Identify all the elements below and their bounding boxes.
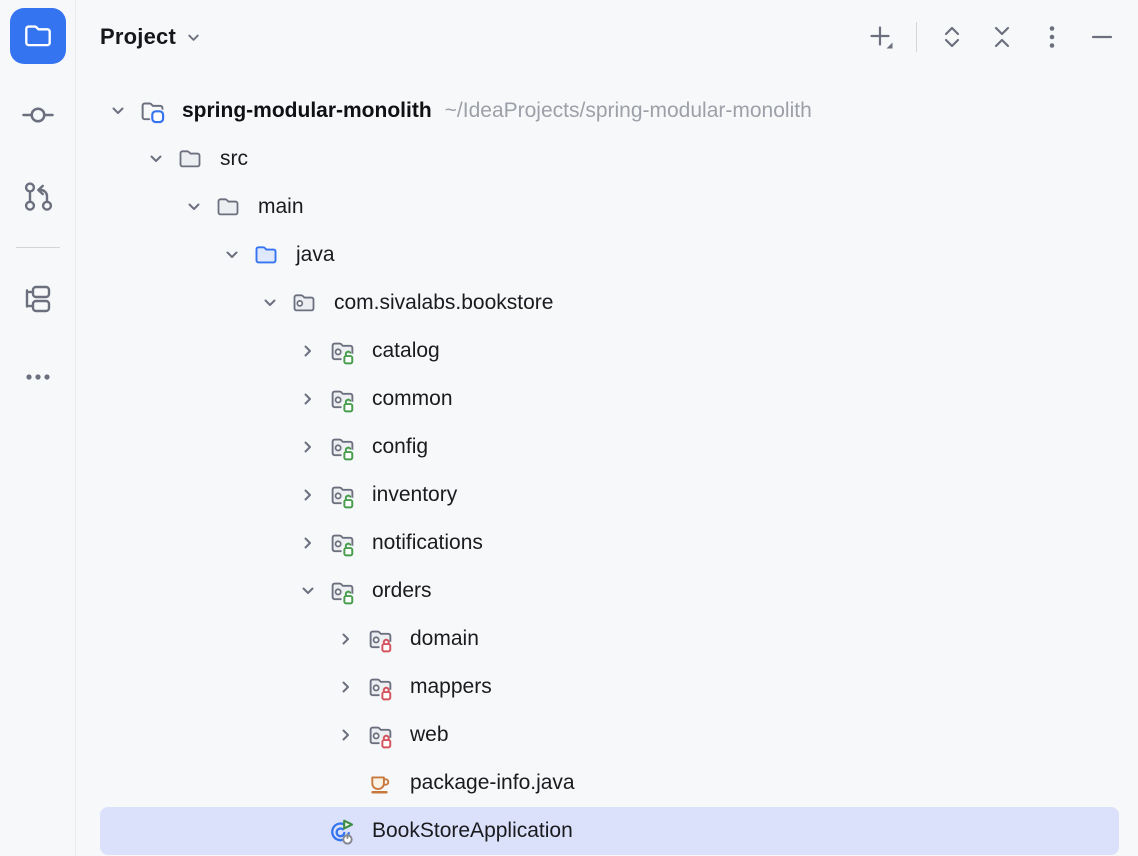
tree-item-label: BookStoreApplication — [372, 819, 573, 842]
folder-icon — [212, 183, 244, 231]
tree-item-label: main — [258, 195, 304, 218]
project-tree: spring-modular-monolith ~/IdeaProjects/s… — [76, 87, 1138, 855]
tree-row-src[interactable]: src — [100, 135, 1119, 183]
tree-row-inventory[interactable]: inventory — [100, 471, 1119, 519]
more-horizontal-icon — [20, 359, 56, 395]
collapse-all-button[interactable] — [985, 20, 1019, 54]
project-tool-icon — [22, 20, 54, 52]
chevron-right-icon[interactable] — [290, 375, 326, 423]
spring-boot-application-icon — [326, 807, 358, 855]
chevron-down-icon[interactable] — [176, 183, 212, 231]
package-locked-icon — [364, 711, 396, 759]
chevron-right-icon[interactable] — [328, 711, 364, 759]
tree-row-common[interactable]: common — [100, 375, 1119, 423]
tree-item-label: orders — [372, 579, 432, 602]
tree-row-config[interactable]: config — [100, 423, 1119, 471]
package-locked-icon — [364, 615, 396, 663]
chevron-down-icon[interactable] — [252, 279, 288, 327]
pull-requests-icon — [20, 179, 56, 215]
tree-item-label: com.sivalabs.bookstore — [334, 291, 554, 314]
tree-item-label: web — [410, 723, 449, 746]
expand-all-button[interactable] — [935, 20, 969, 54]
package-open-lock-icon — [326, 519, 358, 567]
more-tools-button[interactable] — [10, 349, 66, 405]
commit-tool-button[interactable] — [10, 87, 66, 143]
add-icon — [865, 21, 897, 53]
tree-row-notifications[interactable]: notifications — [100, 519, 1119, 567]
java-file-icon — [364, 759, 396, 807]
package-open-lock-icon — [326, 423, 358, 471]
structure-tool-button[interactable] — [10, 271, 66, 327]
header-toolbar — [864, 20, 1119, 54]
tree-row-com-sivalabs-bookstore[interactable]: com.sivalabs.bookstore — [100, 279, 1119, 327]
project-tool-button[interactable] — [10, 8, 66, 64]
tree-item-label: inventory — [372, 483, 458, 506]
tree-row-bookstoreapplication[interactable]: BookStoreApplication — [100, 807, 1119, 855]
chevron-right-icon[interactable] — [328, 615, 364, 663]
tree-item-label: common — [372, 387, 453, 410]
tree-item-label: package-info.java — [410, 771, 575, 794]
package-open-lock-icon — [326, 327, 358, 375]
chevron-spacer — [328, 759, 364, 807]
toolbar-separator — [916, 22, 917, 52]
chevron-right-icon[interactable] — [290, 327, 326, 375]
collapse-all-icon — [986, 21, 1018, 53]
chevron-down-icon[interactable] — [138, 135, 174, 183]
tree-row-catalog[interactable]: catalog — [100, 327, 1119, 375]
tree-row-domain[interactable]: domain — [100, 615, 1119, 663]
expand-all-icon — [936, 21, 968, 53]
package-open-lock-icon — [326, 471, 358, 519]
tree-row-package-info-java[interactable]: package-info.java — [100, 759, 1119, 807]
package-locked-icon — [364, 663, 396, 711]
project-view-switcher[interactable]: Project — [100, 24, 203, 50]
structure-icon — [20, 281, 56, 317]
tree-item-label: notifications — [372, 531, 483, 554]
source-folder-icon — [250, 231, 282, 279]
tree-item-label: config — [372, 435, 429, 458]
chevron-down-icon[interactable] — [214, 231, 250, 279]
tree-item-label: catalog — [372, 339, 440, 362]
panel-header: Project — [76, 0, 1138, 74]
tree-item-label: mappers — [410, 675, 492, 698]
pull-requests-tool-button[interactable] — [10, 169, 66, 225]
chevron-right-icon[interactable] — [290, 519, 326, 567]
package-open-lock-icon — [326, 567, 358, 615]
more-vertical-icon — [1036, 21, 1068, 53]
tree-item-label: spring-modular-monolith — [182, 99, 432, 122]
tree-item-label: src — [220, 147, 248, 170]
project-tool-window: Project spring-modular-monolith ~/IdeaPr… — [76, 0, 1138, 856]
chevron-right-icon[interactable] — [290, 423, 326, 471]
tree-row-mappers[interactable]: mappers — [100, 663, 1119, 711]
chevron-down-icon[interactable] — [100, 87, 136, 135]
tree-row-main[interactable]: main — [100, 183, 1119, 231]
project-folder-icon — [136, 87, 168, 135]
chevron-down-icon[interactable] — [290, 567, 326, 615]
activity-bar-divider — [16, 247, 60, 248]
folder-icon — [174, 135, 206, 183]
package-icon — [288, 279, 320, 327]
chevron-spacer — [290, 807, 326, 855]
add-button[interactable] — [864, 20, 898, 54]
activity-bar — [0, 0, 76, 856]
tree-row-spring-modular-monolith[interactable]: spring-modular-monolith ~/IdeaProjects/s… — [100, 87, 1119, 135]
options-button[interactable] — [1035, 20, 1069, 54]
chevron-down-icon — [184, 28, 203, 47]
tree-item-path: ~/IdeaProjects/spring-modular-monolith — [444, 99, 812, 122]
tree-row-orders[interactable]: orders — [100, 567, 1119, 615]
tree-item-label: domain — [410, 627, 479, 650]
minimize-icon — [1086, 21, 1118, 53]
tree-row-java[interactable]: java — [100, 231, 1119, 279]
chevron-right-icon[interactable] — [328, 663, 364, 711]
chevron-right-icon[interactable] — [290, 471, 326, 519]
tree-row-web[interactable]: web — [100, 711, 1119, 759]
commit-icon — [20, 97, 56, 133]
hide-button[interactable] — [1085, 20, 1119, 54]
package-open-lock-icon — [326, 375, 358, 423]
panel-title: Project — [100, 24, 176, 49]
tree-item-label: java — [296, 243, 335, 266]
